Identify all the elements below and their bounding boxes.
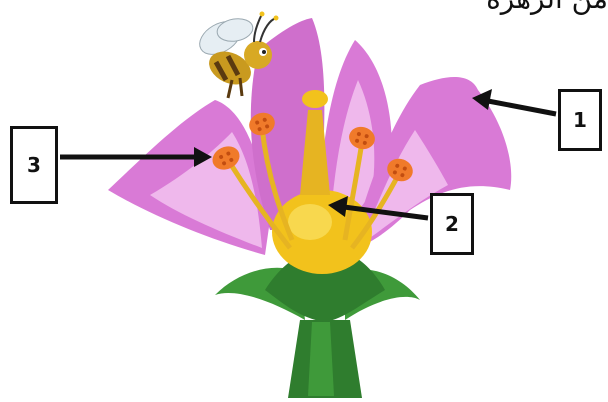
top-text-fragment: من الزهرة (486, 0, 608, 15)
label-box-3: 3 (10, 126, 58, 204)
label-3-text: 3 (27, 153, 41, 177)
ovary-highlight (288, 204, 332, 240)
stigma (302, 90, 328, 108)
label-1-text: 1 (573, 108, 587, 132)
label-2-text: 2 (445, 212, 459, 236)
label-box-1: 1 (558, 89, 602, 151)
label-box-2: 2 (430, 193, 474, 255)
stem-highlight (308, 322, 334, 396)
